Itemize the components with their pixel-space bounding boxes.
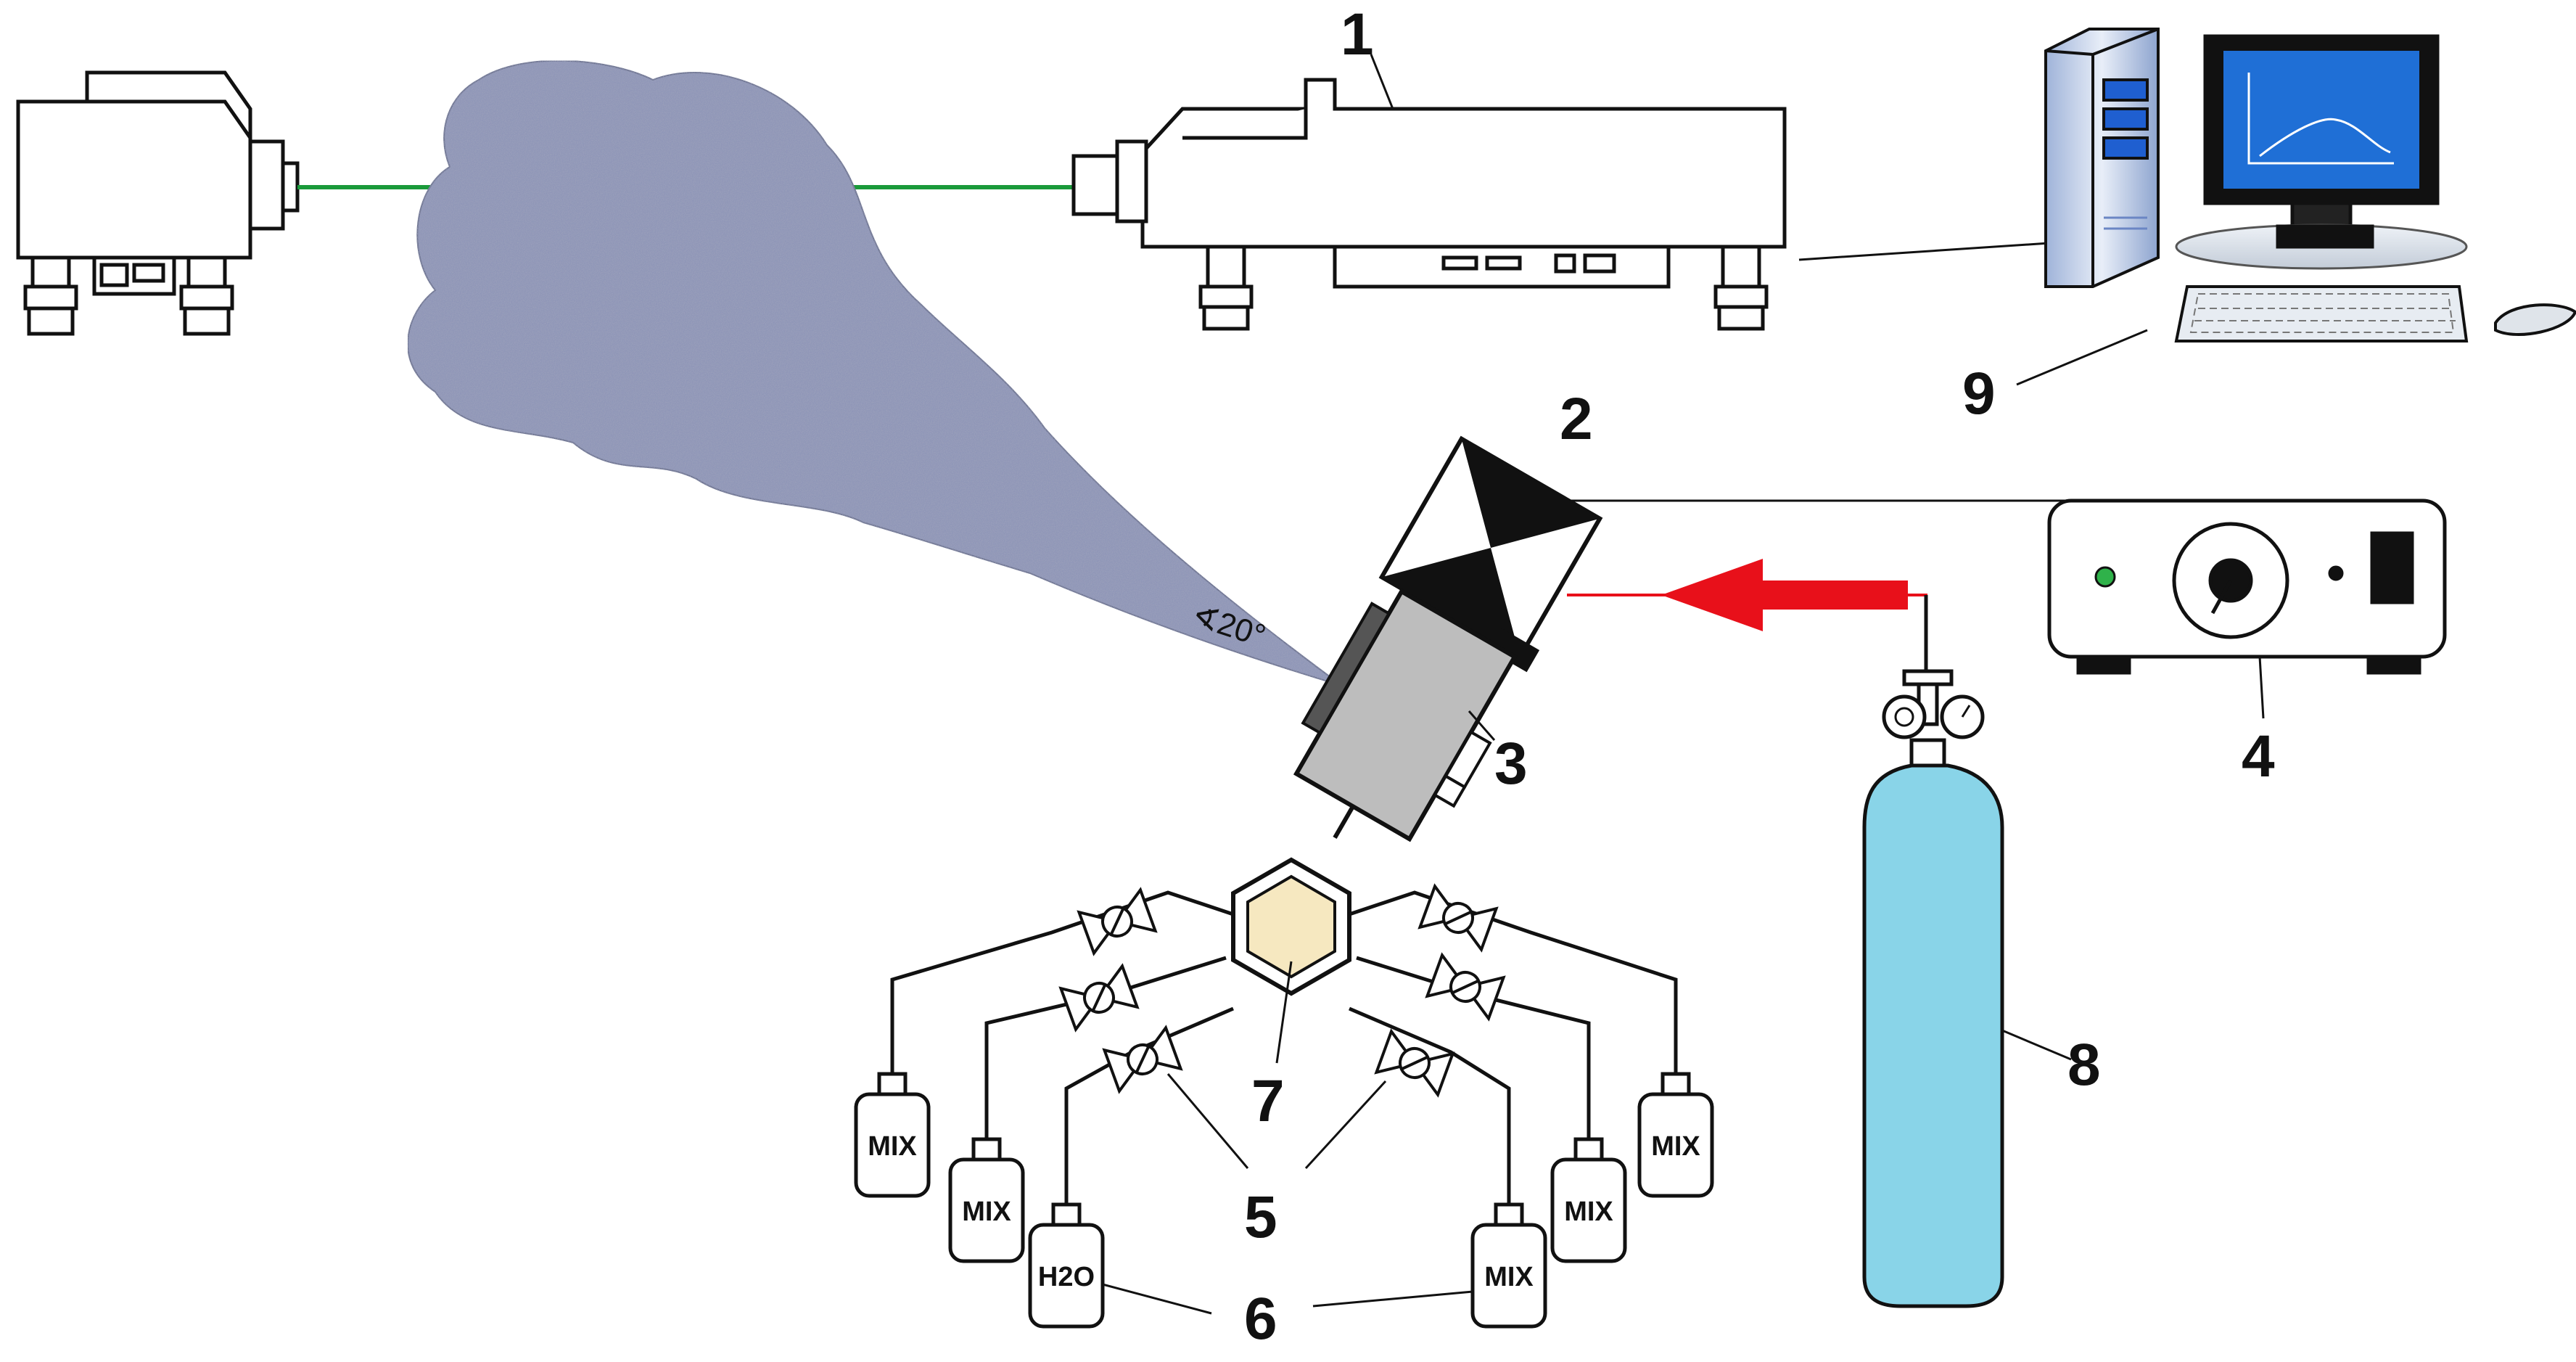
manifold-left — [890, 890, 1234, 1205]
valves-right — [1374, 883, 1506, 1098]
gas-flow-arrow — [1661, 559, 1908, 631]
leader-9 — [2016, 329, 2148, 386]
mixing-chamber — [1231, 857, 1351, 996]
laser-receiver — [1071, 78, 1787, 331]
label-4: 4 — [2242, 723, 2275, 789]
pc-monitor — [2175, 34, 2468, 270]
label-8: 8 — [2067, 1032, 2101, 1098]
bottle-2 — [948, 1137, 1025, 1263]
controller-unit — [2047, 499, 2447, 675]
bottle-5 — [1550, 1137, 1627, 1263]
label-7: 7 — [1251, 1068, 1285, 1134]
label-5: 5 — [1244, 1184, 1277, 1250]
leader-7 — [1275, 961, 1293, 1064]
bottle-6 — [1637, 1072, 1714, 1198]
leader-3 — [1468, 710, 1496, 741]
leaders-5 — [1166, 1073, 1387, 1170]
spray-cloud — [407, 60, 1343, 686]
label-3: 3 — [1494, 731, 1528, 797]
computer — [2044, 28, 2576, 342]
pc-tower — [2044, 28, 2160, 288]
leader-1 — [1370, 54, 1394, 110]
bottle-1-label: MIX — [868, 1131, 917, 1162]
label-6: 6 — [1244, 1286, 1277, 1352]
label-1: 1 — [1341, 1, 1374, 67]
spray-nozzle — [1293, 588, 1540, 842]
pc-mouse — [2494, 303, 2576, 336]
valves-left — [1058, 887, 1183, 1094]
pc-keyboard — [2174, 285, 2469, 342]
gas-cylinder — [1862, 595, 2004, 1308]
manifold-right — [1349, 890, 1678, 1205]
leader-8 — [2001, 1029, 2072, 1061]
laser-transmitter — [16, 70, 300, 336]
bottle-4 — [1470, 1202, 1547, 1329]
solenoid-valve — [1378, 435, 1603, 660]
reservoir-bottles — [854, 1072, 1714, 1329]
bottle-3-label: H2O — [1038, 1262, 1095, 1292]
bottle-3 — [1028, 1202, 1105, 1329]
bottle-2-label: MIX — [962, 1197, 1011, 1227]
label-2: 2 — [1560, 386, 1593, 452]
bottle-5-label: MIX — [1564, 1197, 1613, 1227]
bottle-6-label: MIX — [1651, 1131, 1700, 1162]
bottle-1 — [854, 1072, 931, 1198]
bottle-4-label: MIX — [1484, 1262, 1534, 1292]
label-9: 9 — [1962, 361, 1996, 427]
data-cable — [1798, 242, 2050, 261]
leader-4 — [2258, 656, 2265, 719]
leaders-6 — [1102, 1283, 1473, 1315]
